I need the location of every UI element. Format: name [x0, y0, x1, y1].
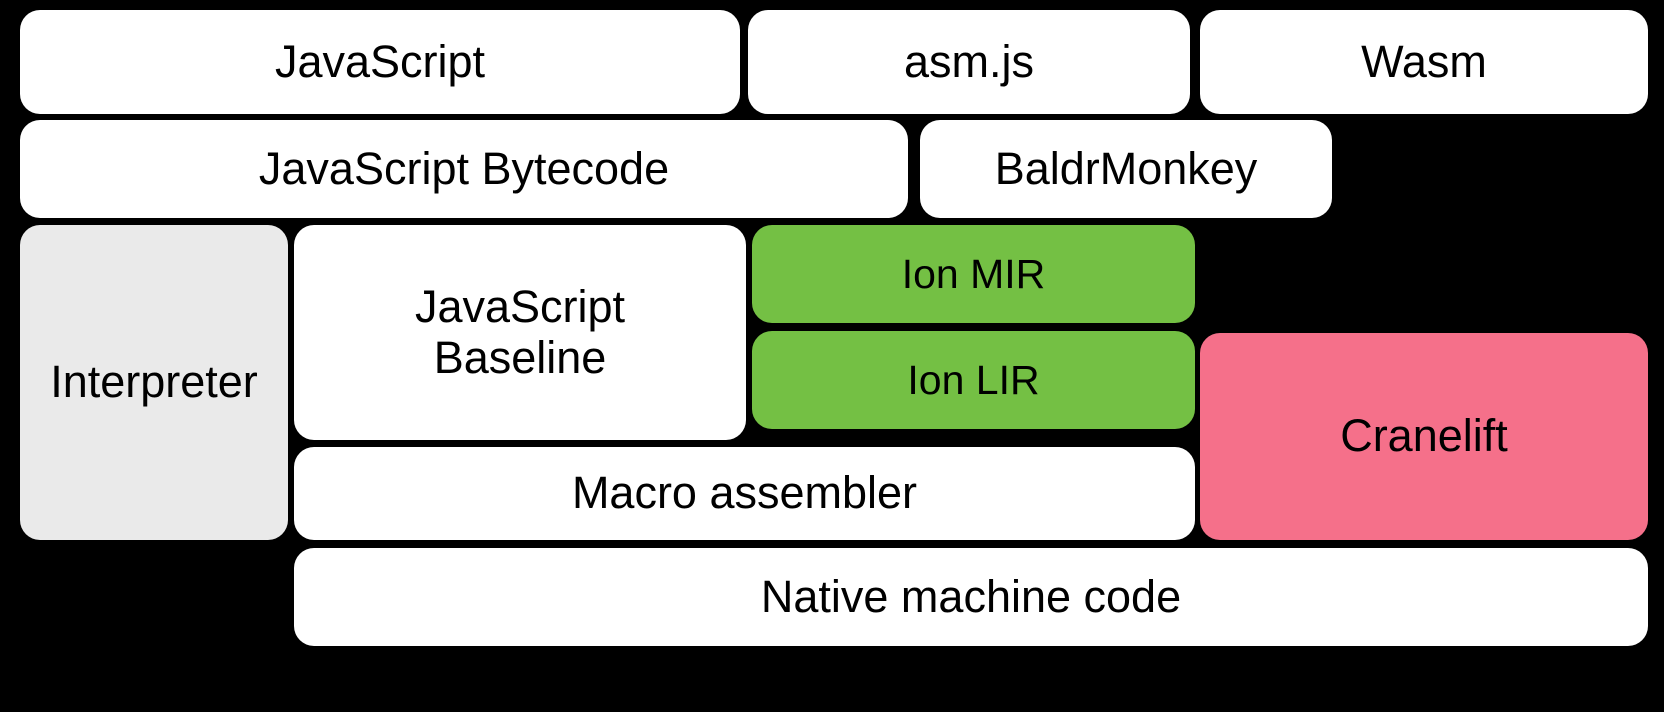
node-asmjs: asm.js [748, 10, 1190, 114]
node-javascript-baseline: JavaScript Baseline [294, 225, 746, 440]
node-javascript: JavaScript [20, 10, 740, 114]
node-ion-lir: Ion LIR [752, 331, 1195, 429]
node-javascript-bytecode: JavaScript Bytecode [20, 120, 908, 218]
node-baldrmonkey: BaldrMonkey [920, 120, 1332, 218]
node-wasm: Wasm [1200, 10, 1648, 114]
node-macro-assembler: Macro assembler [294, 447, 1195, 540]
node-cranelift: Cranelift [1200, 333, 1648, 540]
node-interpreter: Interpreter [20, 225, 288, 540]
node-ion-mir: Ion MIR [752, 225, 1195, 323]
node-native-machine-code: Native machine code [294, 548, 1648, 646]
